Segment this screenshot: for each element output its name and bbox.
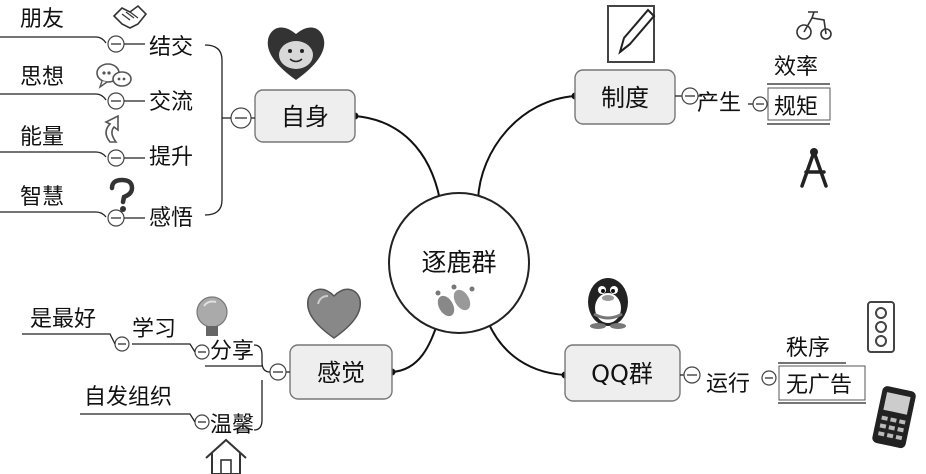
leaf-sixiang-group: 思想 <box>0 65 145 110</box>
node-system-label: 制度 <box>601 84 649 112</box>
leaf-sixiang: 思想 <box>20 65 64 90</box>
item-wenxin: 温馨 <box>210 413 254 438</box>
item-tisheng: 提升 <box>149 145 193 170</box>
qq-connector: 运行 <box>706 372 750 397</box>
traffic-light-icon <box>867 301 895 353</box>
collapse-chansheng-button[interactable] <box>752 96 768 112</box>
leaf-shizuihao: 是最好 <box>30 307 96 332</box>
item-ganwu: 感悟 <box>149 206 193 231</box>
collapse-xuexi-button[interactable] <box>114 336 130 352</box>
footprints-icon <box>435 284 475 317</box>
center-label: 逐鹿群 <box>421 248 496 277</box>
node-self-label: 自身 <box>281 103 329 131</box>
leaf-guiju[interactable]: 规矩 <box>774 95 818 120</box>
mobile-phone-icon <box>872 386 916 449</box>
collapse-self-button[interactable] <box>230 107 252 129</box>
item-xuexi: 学习 <box>132 317 176 342</box>
bicycle-icon <box>796 11 832 40</box>
heart-face-icon <box>267 27 325 80</box>
leaf-nengliang: 能量 <box>20 125 64 150</box>
node-feeling-label: 感觉 <box>317 359 365 387</box>
leaf-pengyou-group: 朋友 <box>0 7 145 53</box>
collapse-system-button[interactable] <box>681 87 699 105</box>
chat-bubbles-icon <box>96 63 132 89</box>
collapse-jiejiao-button[interactable] <box>107 35 125 53</box>
penguin-icon <box>588 278 628 329</box>
handshake-icon <box>112 4 148 29</box>
item-jiejiao: 结交 <box>149 35 193 60</box>
up-arrow-icon <box>104 114 119 143</box>
house-icon <box>205 438 247 474</box>
leaf-zhixu: 秩序 <box>786 336 830 361</box>
collapse-feeling-button[interactable] <box>269 363 287 381</box>
leaf-pengyou: 朋友 <box>20 7 64 32</box>
leaf-zhihui-group: 智慧 <box>0 185 145 227</box>
node-qq-label: QQ群 <box>591 360 653 388</box>
connector-self <box>354 115 441 201</box>
system-connector: 产生 <box>697 91 741 116</box>
leaf-wuguanggao[interactable]: 无广告 <box>786 373 852 398</box>
leaf-zhihui: 智慧 <box>20 185 64 210</box>
collapse-qq-button[interactable] <box>683 366 701 384</box>
node-feeling[interactable]: 感觉 <box>289 344 393 400</box>
leaf-zifazuzhi: 自发组织 <box>84 385 172 410</box>
connector-feeling <box>391 321 439 373</box>
light-bulb-icon <box>196 296 228 336</box>
node-system[interactable]: 制度 <box>574 69 676 125</box>
item-fenxiang: 分享 <box>210 339 254 364</box>
node-qq[interactable]: QQ群 <box>564 344 681 402</box>
collapse-ganwu-button[interactable] <box>107 209 125 227</box>
collapse-fenxiang-button[interactable] <box>194 344 210 360</box>
leaf-nengliang-group: 能量 <box>0 125 145 167</box>
collapse-jiaoliu-button[interactable] <box>107 92 125 110</box>
collapse-wenxin-button[interactable] <box>194 414 210 430</box>
connector-qq <box>487 321 566 376</box>
item-jiaoliu: 交流 <box>149 90 193 115</box>
center-node[interactable]: 逐鹿群 <box>388 192 530 334</box>
pen-icon <box>607 5 656 63</box>
node-self[interactable]: 自身 <box>254 89 356 143</box>
collapse-yunxing-button[interactable] <box>761 370 777 386</box>
compass-icon <box>800 148 828 188</box>
leaf-xiaolv: 效率 <box>774 55 818 80</box>
heart-icon <box>306 288 362 339</box>
collapse-tisheng-button[interactable] <box>107 149 125 167</box>
connector-system <box>477 95 576 201</box>
self-bracket <box>204 44 223 216</box>
question-mark-icon <box>109 177 135 212</box>
